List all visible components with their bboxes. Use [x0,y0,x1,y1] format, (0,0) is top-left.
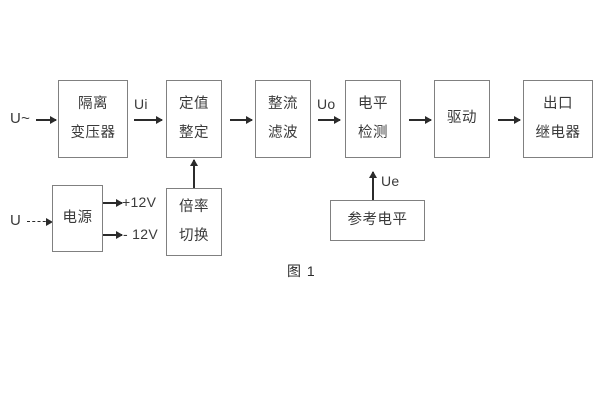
output-relay-line1: 出口 [543,96,573,113]
power-supply-line1: 电源 [62,209,93,226]
block-power-supply: 电源 [52,185,103,252]
isolation-transformer-line1: 隔离 [78,96,108,113]
setting-value-line2: 整定 [179,124,209,141]
arrow-reference-to-level [372,172,374,200]
arrow-input-to-power-supply [27,221,51,222]
level-detect-line1: 电平 [358,96,388,113]
block-isolation-transformer: 隔离 变压器 [58,80,128,158]
drive-line1: 驱动 [447,110,477,127]
arrow-transformer-to-setting [134,119,162,121]
reference-level-line1: 参考电平 [347,211,408,228]
rectify-filter-line2: 滤波 [268,124,298,141]
setting-value-line1: 定值 [179,96,209,113]
signal-uo-label: Uo [317,96,336,112]
label-pos12v: +12V [122,194,157,210]
arrow-drive-to-relay [498,119,520,121]
rectify-filter-line1: 整流 [268,96,298,113]
block-rectify-filter: 整流 滤波 [255,80,311,158]
isolation-transformer-line2: 变压器 [70,124,116,141]
signal-ui-label: Ui [134,96,148,112]
arrow-input-to-transformer [36,119,56,121]
block-output-relay: 出口 继电器 [523,80,593,158]
level-detect-line2: 检测 [358,124,388,141]
block-level-detect: 电平 检测 [345,80,401,158]
block-reference-level: 参考电平 [330,200,425,241]
input-ac-label: U~ [10,110,31,127]
block-setting-value: 定值 整定 [166,80,222,158]
output-relay-line2: 继电器 [535,124,581,141]
block-drive: 驱动 [434,80,490,158]
arrow-level-to-drive [409,119,431,121]
multiplier-switch-line2: 切换 [179,227,209,244]
arrow-multiplier-to-setting [193,160,195,188]
arrow-setting-to-rectify [230,119,252,121]
signal-ue-label: Ue [381,173,400,189]
arrow-rectify-to-level [318,119,340,121]
arrow-power-neg12v [103,234,122,236]
figure-caption: 图 1 [287,263,316,279]
block-multiplier-switch: 倍率 切换 [166,188,222,256]
arrow-power-pos12v [103,202,122,204]
label-neg12v: - 12V [123,226,158,242]
multiplier-switch-line1: 倍率 [179,199,209,216]
input-dc-label: U [10,212,22,229]
